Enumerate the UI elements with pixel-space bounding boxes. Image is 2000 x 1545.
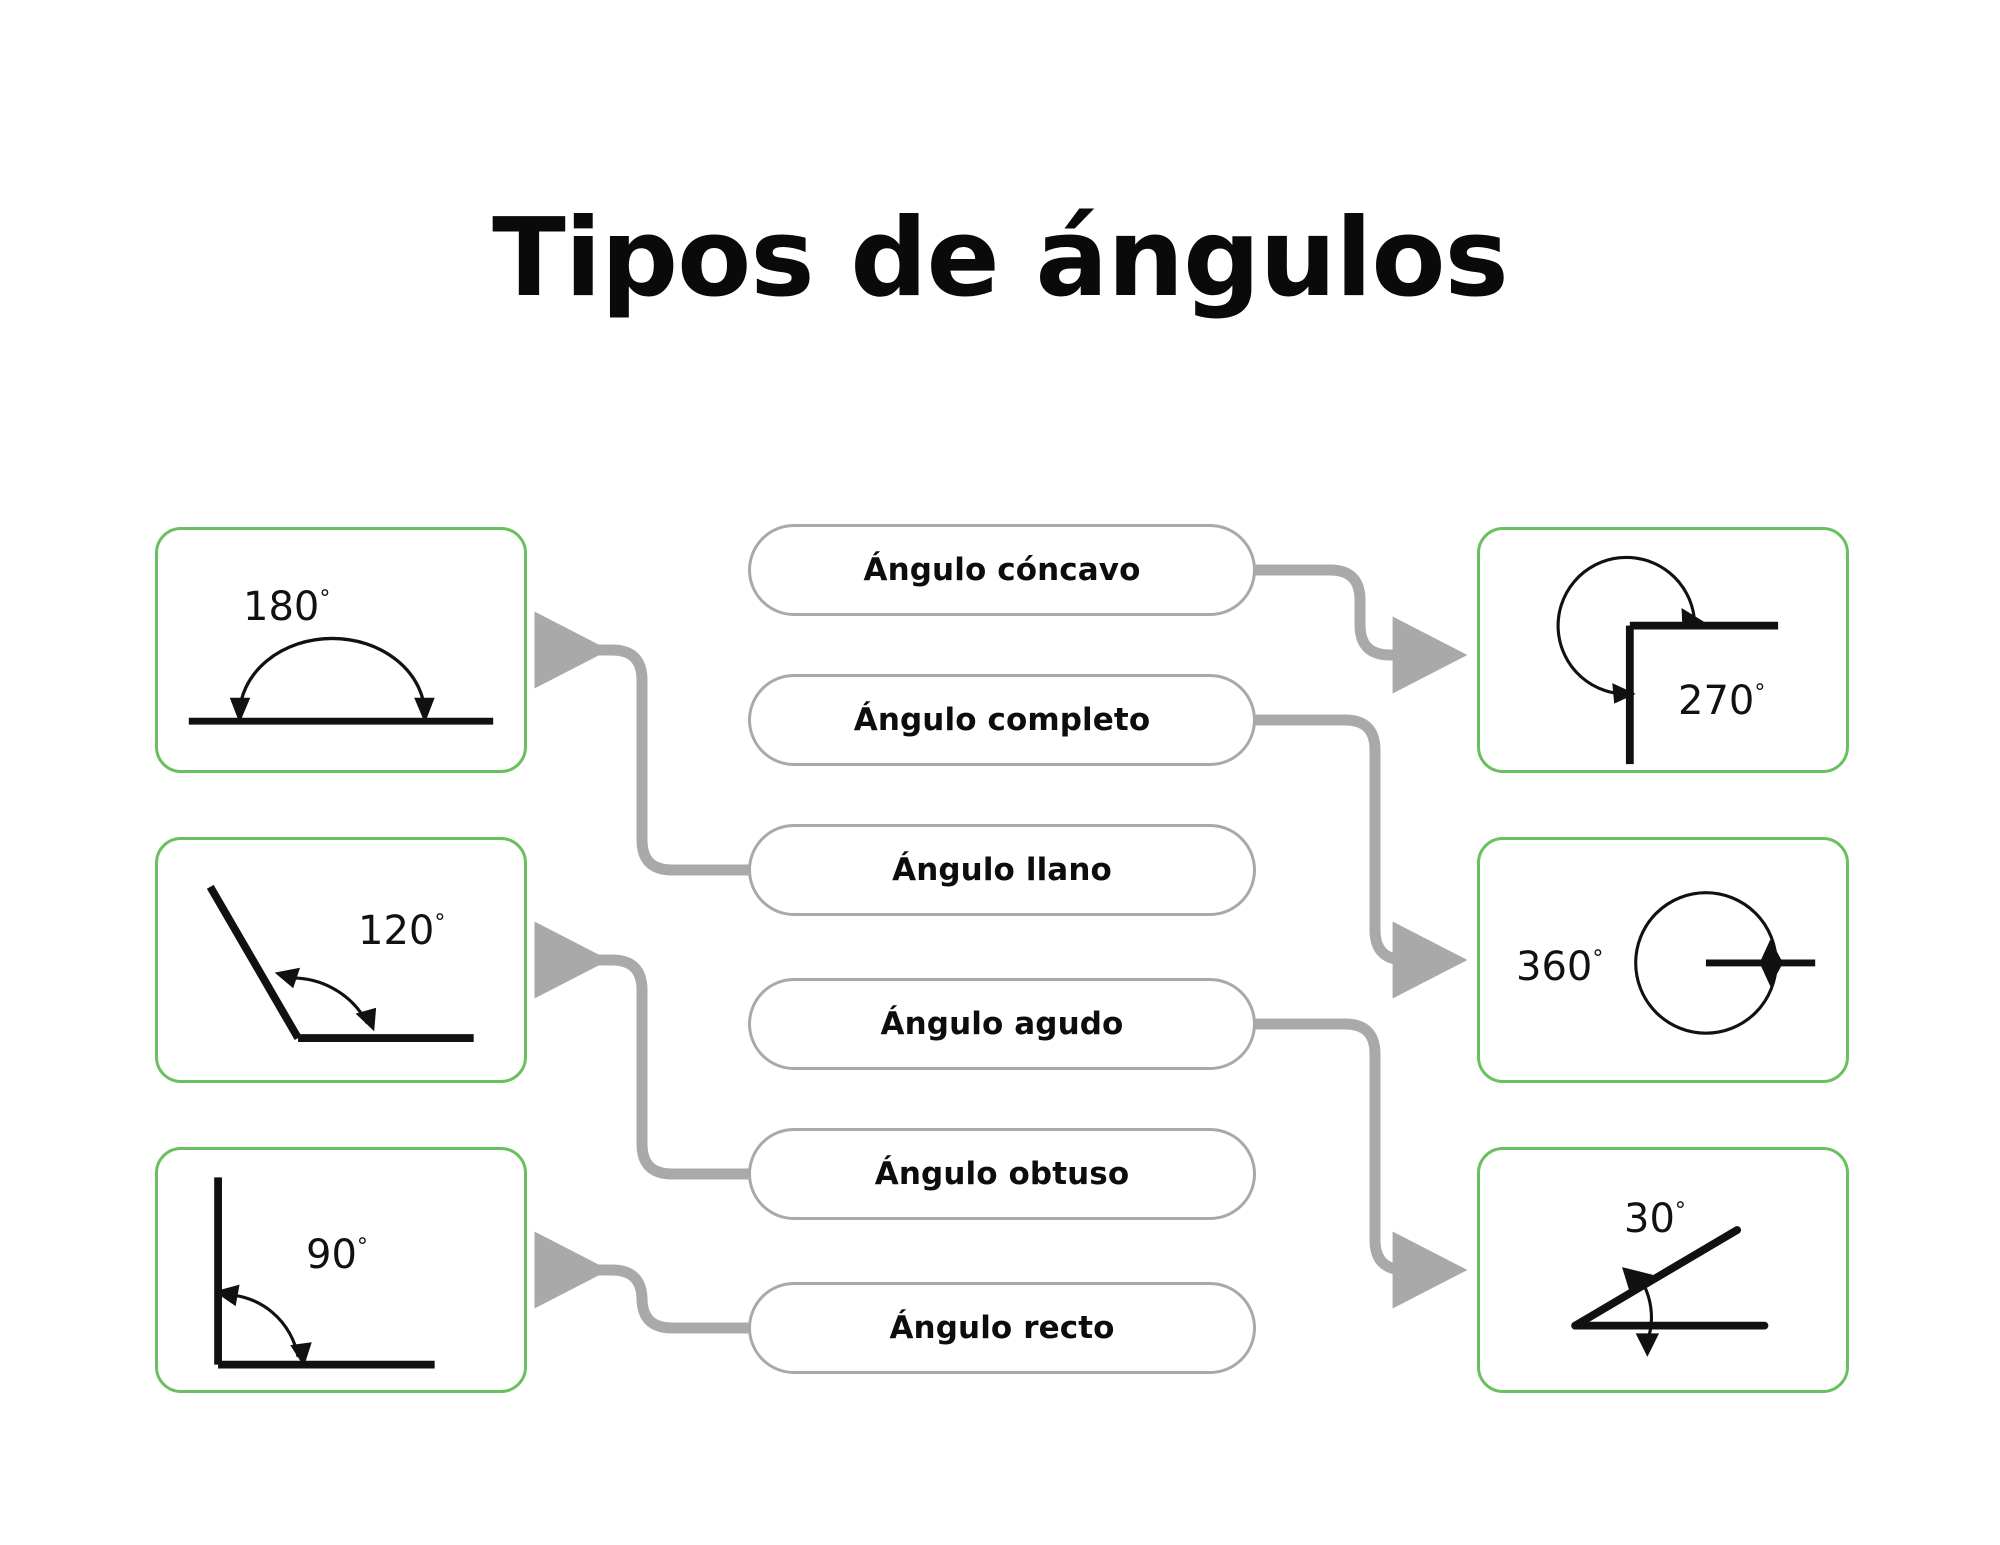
- label-text-obtuso: Ángulo obtuso: [874, 1156, 1130, 1192]
- angle-value-90: 90°: [306, 1232, 368, 1278]
- right-angle-illustration: [214, 1177, 435, 1369]
- reflex-angle-illustration: [1556, 555, 1779, 765]
- label-text-recto: Ángulo recto: [889, 1310, 1115, 1346]
- angle-card-120: 120°: [155, 837, 527, 1083]
- angle-value-120: 120°: [358, 908, 446, 954]
- straight-angle-illustration: [188, 636, 494, 725]
- angle-value-270: 270°: [1678, 678, 1766, 724]
- full-angle-illustration: [1634, 891, 1816, 1035]
- label-text-completo: Ángulo completo: [853, 702, 1151, 738]
- angle-card-270: 270°: [1477, 527, 1849, 773]
- angle-card-360: 360°: [1477, 837, 1849, 1083]
- angle-card-30: 30°: [1477, 1147, 1849, 1393]
- acute-angle-illustration: [1571, 1226, 1769, 1357]
- label-text-llano: Ángulo llano: [892, 852, 1112, 888]
- label-text-concavo: Ángulo cóncavo: [863, 552, 1141, 588]
- label-pill-obtuso[interactable]: Ángulo obtuso: [748, 1128, 1256, 1220]
- obtuse-angle-illustration: [206, 884, 474, 1042]
- angle-value-360: 360°: [1516, 944, 1604, 990]
- label-pill-llano[interactable]: Ángulo llano: [748, 824, 1256, 916]
- page-title: Tipos de ángulos: [492, 196, 1509, 321]
- angle-value-30: 30°: [1624, 1196, 1686, 1242]
- label-pill-concavo[interactable]: Ángulo cóncavo: [748, 524, 1256, 616]
- angle-card-90: 90°: [155, 1147, 527, 1393]
- angle-card-180: 180°: [155, 527, 527, 773]
- label-pill-recto[interactable]: Ángulo recto: [748, 1282, 1256, 1374]
- label-pill-completo[interactable]: Ángulo completo: [748, 674, 1256, 766]
- label-text-agudo: Ángulo agudo: [880, 1006, 1124, 1042]
- angle-value-180: 180°: [243, 584, 331, 630]
- label-pill-agudo[interactable]: Ángulo agudo: [748, 978, 1256, 1070]
